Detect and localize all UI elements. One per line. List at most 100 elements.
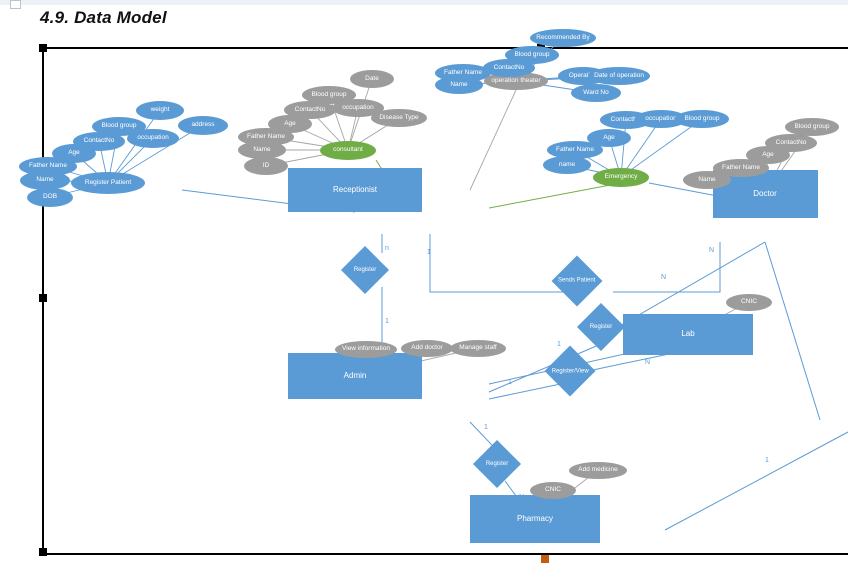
attribute-add-medicine[interactable]: Add medicine	[569, 461, 627, 479]
attribute-label: Father Name	[29, 161, 67, 169]
attribute-blood-group[interactable]: Blood group	[302, 86, 356, 104]
attribute-cnic[interactable]: CNIC	[530, 481, 576, 499]
attribute-label: Age	[284, 119, 296, 127]
attribute-recommended-by[interactable]: Recommended By	[530, 29, 596, 47]
attribute-name[interactable]: Name	[683, 171, 731, 189]
attribute-father-name[interactable]: Father Name	[19, 156, 77, 176]
attribute-label: ContactNo	[610, 115, 642, 123]
entity-label: Admin	[343, 370, 367, 380]
entity-label: consultant	[333, 145, 363, 153]
cardinality-label: 1	[765, 457, 769, 464]
attribute-occupation[interactable]: occupation	[332, 99, 384, 117]
attr-link-blood-group	[620, 118, 703, 178]
link-receptionist-sends-patient	[429, 234, 577, 293]
attribute-label: Name	[253, 145, 271, 153]
cardinality-label: 1	[427, 249, 431, 256]
attribute-id[interactable]: ID	[244, 157, 288, 175]
entity-lab[interactable]: Lab	[623, 313, 753, 355]
attribute-label: Father Name	[556, 145, 594, 153]
attribute-label: ID	[262, 161, 270, 169]
attribute-label: Blood group	[101, 121, 137, 129]
attribute-name[interactable]: Name	[20, 170, 70, 190]
cardinality-label: 1	[557, 341, 561, 348]
attribute-label: occupation	[342, 103, 374, 111]
entity-label: Emergency	[604, 172, 638, 180]
attribute-name[interactable]: Name	[435, 76, 483, 94]
attribute-label: Recommended By	[536, 33, 590, 41]
attribute-blood-group[interactable]: Blood group	[92, 116, 146, 136]
attribute-weight[interactable]: weight	[136, 100, 184, 120]
attribute-ward-no[interactable]: Ward No	[571, 84, 621, 102]
attribute-father-name[interactable]: Father Name	[713, 159, 769, 177]
attribute-name[interactable]: Name	[238, 141, 286, 159]
attribute-contactno[interactable]: ContactNo	[483, 59, 535, 77]
cardinality-label: n	[385, 245, 389, 252]
attribute-name[interactable]: name	[543, 156, 591, 174]
attribute-label: Age	[603, 133, 615, 141]
entity-label: Register Patient	[84, 178, 132, 186]
relationship-label: Register/View	[551, 367, 589, 374]
attribute-label: Blood group	[684, 114, 720, 122]
attribute-father-name[interactable]: Father Name	[547, 141, 603, 159]
link-operation-theater-receptionist	[469, 89, 517, 191]
resize-handle-bottom-left[interactable]	[39, 548, 47, 556]
entity-emergency[interactable]: Emergency	[593, 167, 649, 187]
attribute-label: CNIC	[741, 297, 757, 305]
attribute-address[interactable]: address	[178, 115, 228, 135]
attribute-disease-type[interactable]: Disease Type	[371, 109, 427, 127]
attribute-contactno[interactable]: ContactNo	[284, 101, 336, 119]
attribute-label: Add doctor	[411, 343, 443, 351]
resize-handle-top-left[interactable]	[39, 44, 47, 52]
attribute-occupation[interactable]: occupation	[127, 128, 179, 148]
attribute-blood-group[interactable]: Blood group	[675, 110, 729, 128]
relationship-label: Register	[589, 323, 613, 330]
resize-handle-middle-left[interactable]	[39, 294, 47, 302]
cardinality-label: N	[661, 274, 667, 281]
attribute-label: occupation	[137, 133, 169, 141]
attribute-label: Date of operation	[594, 71, 644, 79]
entity-admin[interactable]: Admin	[288, 353, 422, 399]
attribute-view-information[interactable]: View information	[335, 340, 397, 358]
attribute-blood-group[interactable]: Blood group	[785, 118, 839, 136]
attribute-label: address	[191, 120, 215, 128]
link-admin-register-lab	[488, 343, 602, 393]
attribute-label: CNIC	[545, 485, 561, 493]
attribute-label: Name	[450, 80, 468, 88]
entity-label: Lab	[681, 328, 695, 338]
relationship-label: Register	[353, 266, 377, 273]
attribute-label: Ward No	[583, 88, 609, 96]
attribute-label: Blood group	[311, 90, 347, 98]
attribute-label: Blood group	[794, 122, 830, 130]
entity-label: Doctor	[753, 188, 777, 198]
cardinality-label: N	[645, 359, 651, 366]
attribute-label: Name	[698, 175, 716, 183]
attribute-date-of-operation[interactable]: Date of operation	[588, 67, 650, 85]
attribute-label: Age	[762, 150, 774, 158]
attribute-label: weight	[150, 105, 170, 113]
attribute-label: ContactNo	[775, 138, 807, 146]
relationship-label: Register	[485, 460, 509, 467]
attribute-age[interactable]: Age	[746, 146, 790, 164]
attribute-label: Father Name	[444, 68, 482, 76]
attribute-date[interactable]: Date	[350, 70, 394, 88]
attribute-dob[interactable]: DOB	[27, 187, 73, 207]
entity-receptionist[interactable]: Receptionist	[288, 168, 422, 212]
entity-register-patient[interactable]: Register Patient	[71, 172, 145, 194]
attribute-label: ContactNo	[493, 63, 525, 71]
cardinality-label: N	[709, 247, 715, 254]
page-title: 4.9. Data Model	[40, 8, 167, 27]
entity-consultant[interactable]: consultant	[320, 140, 376, 160]
attribute-manage-staff[interactable]: Manage staff	[450, 339, 506, 357]
attribute-label: Father Name	[722, 163, 760, 171]
attribute-label: ContactNo	[83, 136, 115, 144]
attribute-cnic[interactable]: CNIC	[726, 293, 772, 311]
entity-pharmacy[interactable]: Pharmacy	[470, 495, 600, 543]
attribute-label: Blood group	[514, 50, 550, 58]
cardinality-label: 1	[385, 318, 389, 325]
attribute-occupation[interactable]: occupation	[635, 110, 687, 128]
attribute-add-doctor[interactable]: Add doctor	[401, 339, 453, 357]
link-register-lab-doctor	[617, 241, 766, 328]
cardinality-label: N	[519, 494, 525, 501]
attribute-age[interactable]: Age	[587, 129, 631, 147]
